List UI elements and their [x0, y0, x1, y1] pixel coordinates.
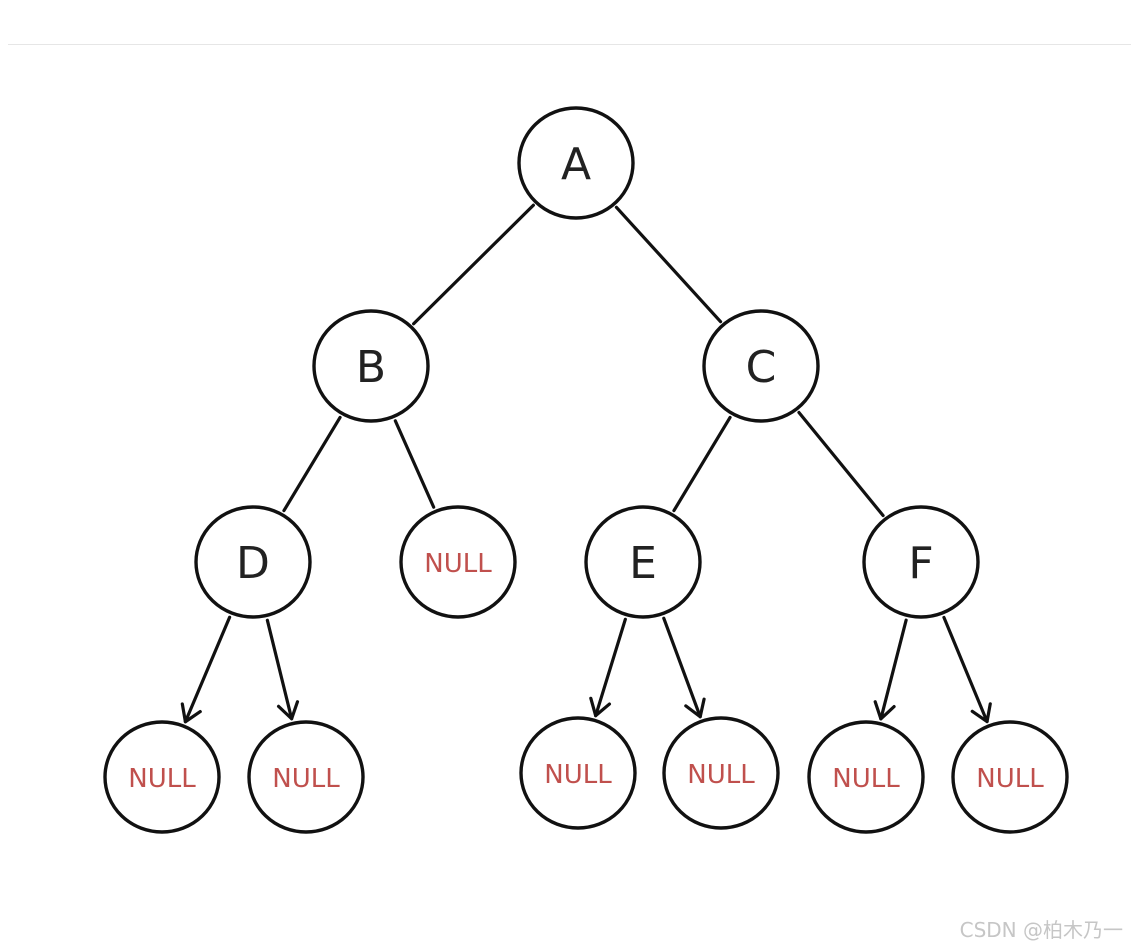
arrowhead-icon: [873, 700, 896, 721]
edge-D-D_right_null: [265, 618, 300, 721]
node-circle: [951, 720, 1069, 834]
null-node-f-right-null: NULL: [951, 720, 1069, 834]
edge-line: [672, 415, 732, 513]
edge-line: [614, 205, 723, 324]
node-circle: [517, 106, 635, 220]
node-label: NULL: [272, 764, 340, 794]
node-circle: [399, 505, 517, 619]
node-circle: [862, 505, 980, 619]
tree-node-f: F: [862, 505, 980, 619]
arrowhead-icon: [970, 702, 992, 724]
edge-A-C: [614, 205, 723, 324]
edge-line: [879, 618, 908, 721]
watermark: CSDN @柏木乃一: [959, 918, 1123, 942]
node-label: NULL: [976, 764, 1044, 794]
edge-E-E_left_null: [589, 617, 627, 718]
edge-E-E_right_null: [662, 616, 706, 719]
tree-node-d: D: [194, 505, 312, 619]
null-node-f-left-null: NULL: [807, 720, 925, 834]
edge-B-D: [282, 415, 342, 513]
node-circle: [662, 716, 780, 830]
tree-node-c: C: [702, 309, 820, 423]
edge-D-D_left_null: [180, 615, 232, 724]
edge-F-F_right_null: [942, 615, 992, 724]
edge-B-B_right_null: [393, 419, 436, 509]
null-node-e-right-null: NULL: [662, 716, 780, 830]
node-circle: [312, 309, 430, 423]
edge-line: [942, 615, 989, 724]
node-label: B: [356, 342, 386, 393]
node-circle: [247, 720, 365, 834]
edge-line: [282, 415, 342, 513]
null-node-d-left-null: NULL: [103, 720, 221, 834]
edge-A-B: [412, 203, 535, 326]
edge-line: [797, 410, 885, 518]
arrowhead-icon: [276, 700, 300, 721]
node-label: C: [746, 342, 777, 393]
node-circle: [584, 505, 702, 619]
arrowhead-icon: [684, 697, 706, 719]
node-label: NULL: [832, 764, 900, 794]
arrowhead-icon: [180, 702, 202, 724]
edge-line: [393, 419, 436, 509]
node-label: E: [629, 538, 657, 589]
node-label: A: [561, 139, 591, 190]
null-node-d-right-null: NULL: [247, 720, 365, 834]
nodes-layer: A B C D NULL E F NULL NULL NULL NULL NULL NULL: [103, 106, 1069, 834]
node-circle: [194, 505, 312, 619]
node-label: NULL: [544, 760, 612, 790]
node-label: F: [908, 538, 933, 589]
edge-line: [662, 616, 702, 719]
node-label: NULL: [687, 760, 755, 790]
null-node-b-right-null: NULL: [399, 505, 517, 619]
edge-line: [265, 618, 294, 721]
node-circle: [807, 720, 925, 834]
arrowhead-icon: [589, 696, 612, 718]
edge-line: [412, 203, 535, 326]
top-divider: [8, 44, 1131, 45]
edge-C-F: [797, 410, 885, 518]
node-label: D: [236, 538, 270, 589]
node-circle: [702, 309, 820, 423]
tree-node-e: E: [584, 505, 702, 619]
edge-line: [183, 615, 232, 724]
edge-C-E: [672, 415, 732, 513]
tree-node-a: A: [517, 106, 635, 220]
node-circle: [519, 716, 637, 830]
node-label: NULL: [128, 764, 196, 794]
edges-layer: [180, 203, 992, 724]
edge-F-F_left_null: [873, 618, 908, 721]
tree-node-b: B: [312, 309, 430, 423]
node-circle: [103, 720, 221, 834]
null-node-e-left-null: NULL: [519, 716, 637, 830]
node-label: NULL: [424, 549, 492, 579]
edge-line: [594, 617, 627, 718]
